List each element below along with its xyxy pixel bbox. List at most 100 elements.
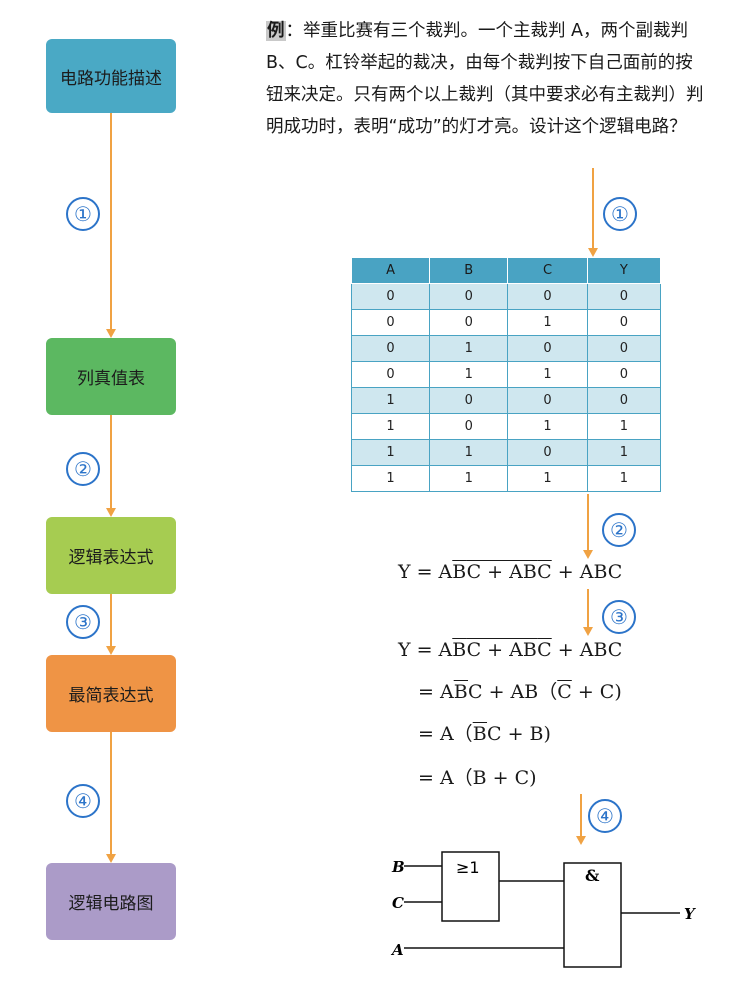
- column-header-a: A: [350, 257, 431, 284]
- flow-connector: [587, 589, 589, 627]
- table-cell: 0: [429, 387, 509, 414]
- flow-connector: [580, 794, 582, 836]
- step-logic-expression: 逻辑表达式: [46, 517, 176, 594]
- step-functional-description: 电路功能描述: [46, 39, 176, 113]
- step-simplest-expression: 最简表达式: [46, 655, 176, 732]
- eq-text: C + AB（: [468, 681, 558, 703]
- eq-text: = A（: [418, 723, 473, 745]
- example-tag: 例: [266, 21, 286, 41]
- simplify-line-3: = A（BC + B): [418, 719, 551, 746]
- table-cell: 1: [429, 361, 509, 388]
- table-cell: 0: [350, 335, 431, 362]
- step-number-2: ②: [66, 452, 100, 486]
- or-gate: [441, 851, 500, 922]
- step-number-2-right: ②: [602, 513, 636, 547]
- step-number-4: ④: [66, 784, 100, 818]
- eq-text: Y = A: [398, 561, 453, 583]
- step-number-3-right: ③: [602, 600, 636, 634]
- step-number-1: ①: [66, 197, 100, 231]
- table-cell: 1: [350, 387, 431, 414]
- flow-arrow-icon: [583, 627, 593, 636]
- table-cell: 1: [586, 439, 662, 466]
- table-cell: 0: [507, 335, 588, 362]
- simplify-line-2: = ABC + AB（C + C): [418, 677, 622, 704]
- table-cell: 1: [507, 309, 588, 336]
- eq-overbar: C: [537, 639, 552, 661]
- flow-arrow-icon: [106, 508, 116, 517]
- eq-text: + ABC: [551, 561, 623, 583]
- input-label-a: A: [390, 941, 404, 959]
- table-cell: 1: [507, 361, 588, 388]
- step-label: 逻辑电路图: [68, 894, 154, 914]
- and-gate-label: &: [585, 866, 600, 885]
- table-cell: 1: [507, 413, 588, 440]
- table-cell: 0: [350, 283, 431, 310]
- simplify-line-1: Y = ABC + ABC + ABC: [398, 639, 622, 661]
- column-header-c: C: [507, 257, 588, 284]
- step-number-4-right: ④: [588, 799, 622, 833]
- column-header-y: Y: [586, 257, 662, 284]
- flow-connector: [110, 415, 112, 508]
- table-header-row: A B C Y: [350, 257, 662, 284]
- eq-overbar: C: [537, 561, 552, 583]
- table-cell: 0: [586, 361, 662, 388]
- eq-text: + ABC: [551, 639, 623, 661]
- step-label: 逻辑表达式: [68, 548, 154, 568]
- table-cell: 0: [586, 387, 662, 414]
- table-cell: 1: [507, 465, 588, 492]
- flow-connector: [110, 732, 112, 854]
- eq-text: = A: [418, 681, 454, 703]
- logic-circuit-diagram: B C A ≥1 & Y: [390, 851, 696, 968]
- table-cell: 0: [429, 283, 509, 310]
- eq-overbar: B: [472, 723, 488, 745]
- and-gate: [563, 862, 622, 968]
- step-logic-circuit: 逻辑电路图: [46, 863, 176, 940]
- eq-overbar: B: [453, 681, 469, 703]
- simplify-line-4: = A（B + C): [418, 767, 537, 789]
- problem-text: ：举重比赛有三个裁判。一个主裁判 A，两个副裁判 B、C。杠铃举起的裁决，由每个…: [266, 21, 704, 137]
- flow-connector: [592, 168, 594, 248]
- table-cell: 0: [507, 283, 588, 310]
- table-cell: 1: [586, 465, 662, 492]
- flow-arrow-icon: [588, 248, 598, 257]
- table-cell: 1: [429, 439, 509, 466]
- table-cell: 0: [586, 283, 662, 310]
- step-label: 列真值表: [77, 369, 145, 389]
- table-cell: 0: [586, 335, 662, 362]
- eq-overbar: C + AB: [466, 561, 538, 583]
- table-cell: 1: [429, 465, 509, 492]
- table-cell: 1: [429, 335, 509, 362]
- flow-arrow-icon: [583, 550, 593, 559]
- flow-arrow-icon: [106, 854, 116, 863]
- table-cell: 0: [429, 413, 509, 440]
- eq-overbar: C: [557, 681, 572, 703]
- table-cell: 0: [507, 387, 588, 414]
- step-label: 最简表达式: [68, 686, 154, 706]
- table-cell: 0: [586, 309, 662, 336]
- step-number-3: ③: [66, 605, 100, 639]
- table-cell: 0: [507, 439, 588, 466]
- flow-arrow-icon: [576, 836, 586, 845]
- step-truth-table: 列真值表: [46, 338, 176, 415]
- table-cell: 0: [350, 361, 431, 388]
- table-cell: 1: [350, 439, 431, 466]
- eq-text: Y = A: [398, 639, 453, 661]
- problem-statement: 例：举重比赛有三个裁判。一个主裁判 A，两个副裁判 B、C。杠铃举起的裁决，由每…: [266, 15, 706, 143]
- flow-connector: [587, 494, 589, 550]
- logic-expression: Y = ABC + ABC + ABC: [398, 561, 622, 583]
- step-label: 电路功能描述: [60, 68, 162, 89]
- flow-arrow-icon: [106, 646, 116, 655]
- column-header-b: B: [429, 257, 509, 284]
- table-cell: 1: [350, 413, 431, 440]
- flow-arrow-icon: [106, 329, 116, 338]
- or-gate-label: ≥1: [456, 858, 480, 877]
- table-cell: 1: [350, 465, 431, 492]
